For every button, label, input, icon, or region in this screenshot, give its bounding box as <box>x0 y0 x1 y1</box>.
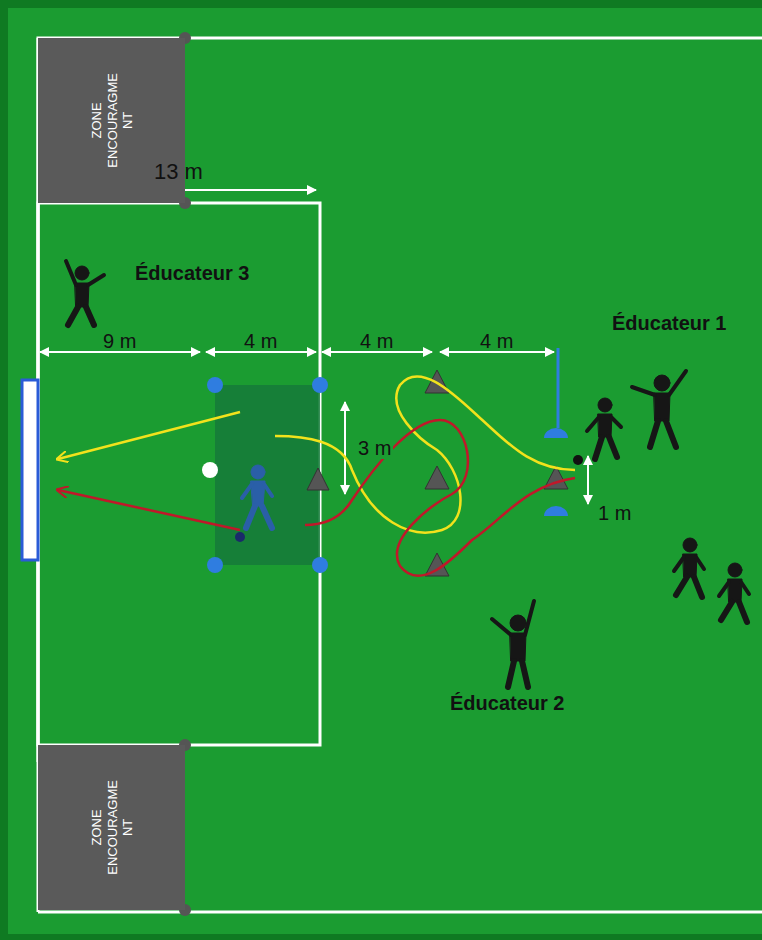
encouragement-zone: ZONE ENCOURAGME NT <box>38 745 185 910</box>
coach-label: Éducateur 2 <box>450 692 575 714</box>
dimension-label: 4 m <box>360 330 393 352</box>
dimension-label: 13 m <box>154 160 203 184</box>
coach-label: Éducateur 1 <box>612 312 737 334</box>
dimension-label: 4 m <box>480 330 513 352</box>
zone-label: ZONE ENCOURAGME NT <box>88 772 135 884</box>
zone-label: ZONE ENCOURAGME NT <box>88 65 135 177</box>
coach-label: Éducateur 3 <box>135 262 255 284</box>
dimension-label: 3 m <box>356 437 393 459</box>
dimension-label: 9 m <box>103 330 136 352</box>
dimension-label: 4 m <box>244 330 277 352</box>
dimension-label: 1 m <box>598 502 631 524</box>
